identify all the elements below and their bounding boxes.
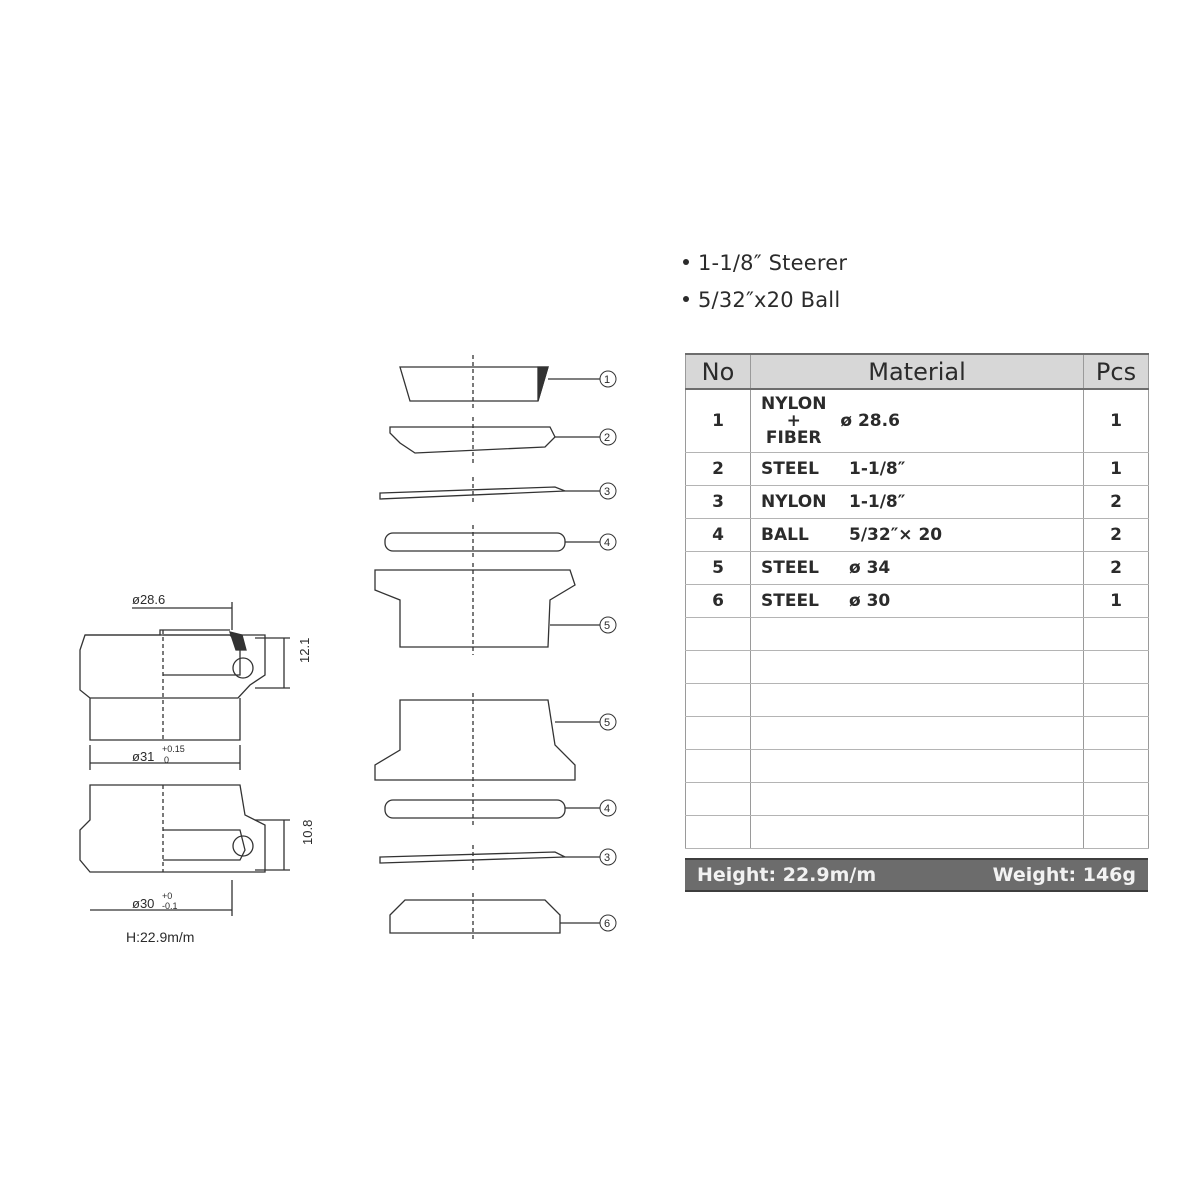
dim-crown-tolerance-minus: -0.1: [162, 901, 178, 911]
row-pcs: 1: [1083, 389, 1149, 453]
material-spec: 1-1/8″: [849, 459, 906, 479]
row-no: 1: [685, 389, 751, 453]
row-material: STEEL 1-1/8″: [750, 452, 1084, 486]
row-no: 5: [685, 551, 751, 585]
table-empty-row: [685, 683, 1149, 717]
table-empty-row: [685, 782, 1149, 816]
footer-height: Height: 22.9m/m: [697, 864, 877, 886]
table-row: 6 STEEL ø 30 1: [685, 584, 1149, 618]
callout-part-4-lower: 4: [604, 803, 610, 815]
table-row: 1 NYLON + FIBER ø 28.6 1: [685, 389, 1149, 453]
material-stack: NYLON + FIBER: [761, 393, 827, 448]
callout-part-4: 4: [604, 537, 610, 549]
material-spec: ø 28.6: [840, 411, 900, 431]
dim-bottom-height: 10.8: [300, 820, 315, 845]
bullet-steerer-text: 1-1/8″ Steerer: [698, 251, 848, 275]
header-pcs: Pcs: [1083, 353, 1149, 390]
material-name: STEEL: [761, 558, 819, 578]
row-no: 4: [685, 518, 751, 552]
material-bottom: FIBER: [765, 427, 822, 448]
bullet-dot: [683, 259, 689, 265]
table-empty-row: [685, 815, 1149, 849]
row-no: 3: [685, 485, 751, 519]
callout-part-3-lower: 3: [604, 852, 610, 864]
bullet-ball: 5/32″x20 Ball: [683, 285, 847, 322]
row-pcs: 2: [1083, 518, 1149, 552]
dim-cup-diameter: ø31: [132, 749, 154, 764]
row-material: STEEL ø 30: [750, 584, 1084, 618]
table-empty-row: [685, 650, 1149, 684]
table-empty-row: [685, 749, 1149, 783]
material-name: BALL: [761, 525, 809, 545]
table-row: 5 STEEL ø 34 2: [685, 551, 1149, 585]
row-no: 2: [685, 452, 751, 486]
row-material: NYLON + FIBER ø 28.6: [750, 389, 1084, 453]
material-spec: 1-1/8″: [849, 492, 906, 512]
callout-part-5-lower: 5: [604, 717, 610, 729]
dim-cup-tolerance-minus: 0: [164, 755, 169, 765]
dim-cup-tolerance-plus: +0.15: [162, 744, 185, 754]
dim-crown-tolerance-plus: +0: [162, 891, 172, 901]
row-pcs: 1: [1083, 584, 1149, 618]
callout-part-5-upper: 5: [604, 620, 610, 632]
table-row: 4 BALL 5/32″× 20 2: [685, 518, 1149, 552]
stack-height-label: H:22.9m/m: [126, 929, 194, 945]
exploded-view-diagram: 1 2 3 4 5 5 4 3 6: [374, 355, 617, 940]
dim-top-diameter: ø28.6: [132, 592, 165, 607]
header-no: No: [685, 353, 751, 390]
table-empty-row: [685, 716, 1149, 750]
material-plus: +: [786, 410, 801, 431]
row-material: NYLON 1-1/8″: [750, 485, 1084, 519]
row-material: BALL 5/32″× 20: [750, 518, 1084, 552]
table-row: 3 NYLON 1-1/8″ 2: [685, 485, 1149, 519]
material-spec: ø 30: [849, 591, 891, 611]
material-name: NYLON: [761, 492, 827, 512]
parts-table: No Material Pcs 1 NYLON + FIBER ø 28.6 1…: [685, 353, 1149, 849]
callout-part-1: 1: [604, 374, 610, 386]
callout-part-3: 3: [604, 486, 610, 498]
row-pcs: 1: [1083, 452, 1149, 486]
material-name: STEEL: [761, 591, 819, 611]
material-spec: ø 34: [849, 558, 891, 578]
row-no: 6: [685, 584, 751, 618]
callout-part-2: 2: [604, 432, 610, 444]
footer-weight: Weight: 146g: [992, 864, 1136, 886]
dim-crown-diameter: ø30: [132, 896, 154, 911]
table-row: 2 STEEL 1-1/8″ 1: [685, 452, 1149, 486]
callout-part-6: 6: [604, 918, 610, 930]
table-header-row: No Material Pcs: [685, 353, 1149, 390]
table-footer-bar: Height: 22.9m/m Weight: 146g: [685, 858, 1148, 892]
material-spec: 5/32″× 20: [849, 525, 943, 545]
assembled-headset-diagram: ø28.6 12.1 ø31 +0.15 0 10.8 ø30 +0 -0.1 …: [79, 592, 315, 945]
header-material: Material: [750, 353, 1084, 390]
dim-top-height: 12.1: [297, 638, 312, 663]
bullet-dot: [683, 296, 689, 302]
spec-bullets: 1-1/8″ Steerer 5/32″x20 Ball: [683, 248, 847, 322]
row-material: STEEL ø 34: [750, 551, 1084, 585]
table-empty-row: [685, 617, 1149, 651]
bullet-steerer: 1-1/8″ Steerer: [683, 248, 847, 285]
material-name: STEEL: [761, 459, 819, 479]
bullet-ball-text: 5/32″x20 Ball: [698, 288, 841, 312]
row-pcs: 2: [1083, 485, 1149, 519]
row-pcs: 2: [1083, 551, 1149, 585]
material-top: NYLON: [761, 393, 827, 414]
